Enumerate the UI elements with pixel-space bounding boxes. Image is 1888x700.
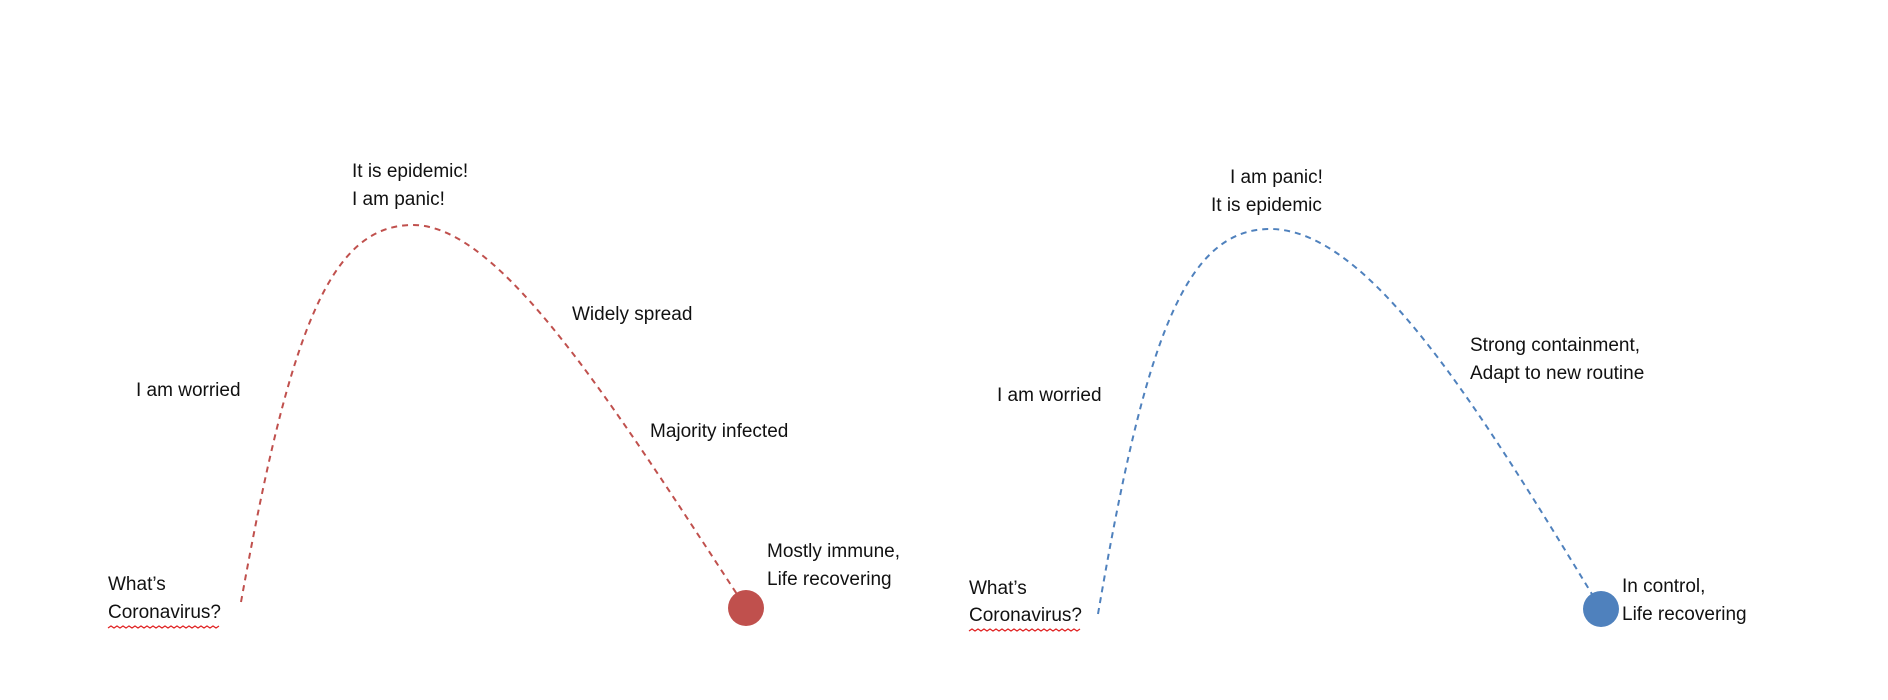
right-spellcheck-underline — [968, 628, 1081, 632]
left-spellcheck-underline — [107, 625, 220, 629]
right-end-dot — [1583, 591, 1619, 627]
right-containment-label-line2: Adapt to new routine — [1470, 363, 1644, 384]
left-majority-infected-label: Majority infected — [650, 421, 788, 442]
left-start-label-line2: Coronavirus? — [108, 602, 221, 623]
right-worried-label: I am worried — [997, 385, 1102, 406]
right-curve-dashed-line — [1097, 227, 1602, 615]
right-containment-label-line1: Strong containment, — [1470, 335, 1640, 356]
left-curve-dashed-line — [240, 223, 747, 609]
right-peak-label-line2: It is epidemic — [1211, 195, 1322, 216]
right-end-label-line2: Life recovering — [1622, 604, 1747, 625]
left-peak-label-line2: I am panic! — [352, 189, 445, 210]
right-start-label-line1: What’s — [969, 578, 1027, 599]
right-start-label-line2: Coronavirus? — [969, 605, 1082, 626]
left-end-label-line2: Life recovering — [767, 569, 892, 590]
left-end-label-line1: Mostly immune, — [767, 541, 900, 562]
right-peak-label-line1: I am panic! — [1230, 167, 1323, 188]
left-peak-label-line1: It is epidemic! — [352, 161, 468, 182]
left-end-dot — [728, 590, 764, 626]
left-start-label-line1: What’s — [108, 574, 166, 595]
left-worried-label: I am worried — [136, 380, 241, 401]
right-end-label-line1: In control, — [1622, 576, 1705, 597]
left-widely-spread-label: Widely spread — [572, 304, 692, 325]
